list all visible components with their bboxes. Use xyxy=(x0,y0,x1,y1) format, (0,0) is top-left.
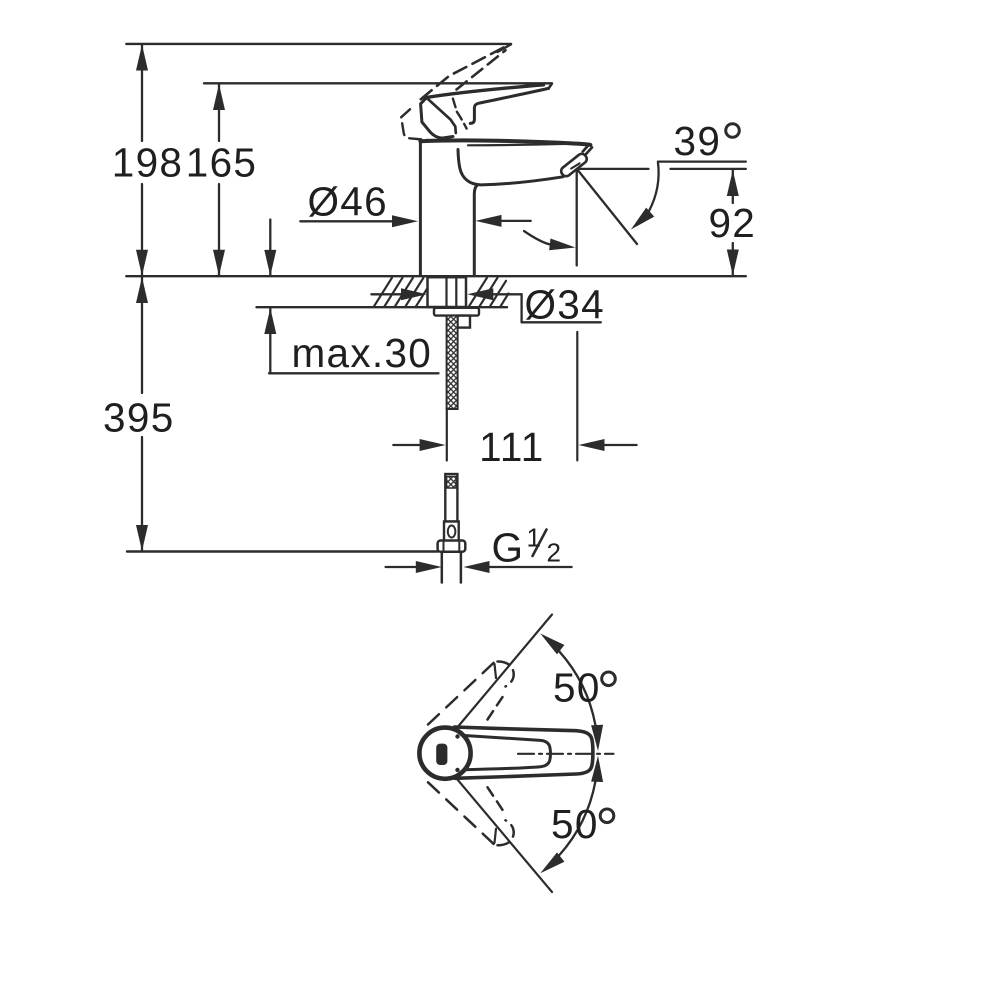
svg-text:111: 111 xyxy=(479,424,544,470)
svg-text:39: 39 xyxy=(674,118,722,164)
svg-text:50: 50 xyxy=(551,801,599,847)
svg-text:395: 395 xyxy=(103,394,174,440)
svg-text:Ø34: Ø34 xyxy=(525,282,605,328)
svg-text:92: 92 xyxy=(708,200,756,246)
svg-text:2: 2 xyxy=(547,538,561,568)
svg-text:Ø46: Ø46 xyxy=(308,179,388,225)
svg-text:198: 198 xyxy=(112,140,183,186)
svg-text:165: 165 xyxy=(186,140,257,186)
svg-text:1: 1 xyxy=(527,523,541,553)
svg-text:G: G xyxy=(492,525,525,571)
svg-text:50: 50 xyxy=(553,665,601,711)
svg-text:max.30: max.30 xyxy=(292,330,433,376)
